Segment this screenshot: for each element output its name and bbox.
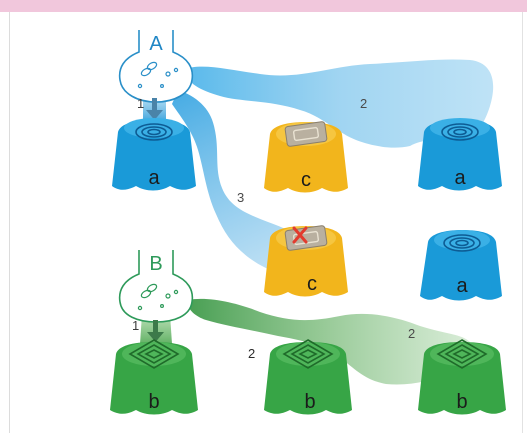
blob-label: a xyxy=(148,167,160,189)
bacteria-icon xyxy=(137,283,179,311)
path-label-green-2a: 2 xyxy=(248,346,255,361)
nested-squares-icon xyxy=(436,339,488,369)
blob-b-left: b xyxy=(110,339,198,415)
blob-c-crossed: c xyxy=(264,225,348,297)
blob-c-top: c xyxy=(264,121,348,193)
right-border-line xyxy=(522,12,523,433)
spiral-icon xyxy=(443,234,481,252)
path-label-green-1: 1 xyxy=(132,318,139,333)
rectangle-target-icon xyxy=(284,121,328,147)
blob-label: b xyxy=(148,391,159,413)
blob-a-left: a xyxy=(112,118,196,191)
green-trail-2 xyxy=(187,298,472,385)
flask-b-label: B xyxy=(149,253,162,275)
blob-b-right: b xyxy=(418,339,506,415)
nested-squares-icon xyxy=(282,339,334,369)
blob-a-right-top: a xyxy=(418,118,502,191)
flask-a: A 1 xyxy=(118,30,194,120)
spiral-icon xyxy=(441,123,479,141)
path-label-blue-2: 2 xyxy=(360,96,367,111)
spiral-icon xyxy=(135,123,173,141)
left-border-line xyxy=(9,12,10,433)
cross-mark-icon xyxy=(292,226,308,244)
path-label-blue-1: 1 xyxy=(137,96,144,111)
top-color-band xyxy=(0,0,527,12)
flask-a-label: A xyxy=(149,33,163,55)
blob-label: b xyxy=(456,391,467,413)
arrow-down-icon xyxy=(146,98,163,120)
arrow-down-icon xyxy=(147,320,164,342)
blob-b-middle: b xyxy=(264,339,352,415)
nested-squares-icon xyxy=(128,339,180,369)
blob-label: a xyxy=(456,275,468,297)
blob-label: b xyxy=(304,391,315,413)
blob-a-right-mid: a xyxy=(420,230,502,301)
path-label-blue-3: 3 xyxy=(237,190,244,205)
blob-label: c xyxy=(301,169,311,191)
blob-label: a xyxy=(454,167,466,189)
bacteria-icon xyxy=(137,61,179,89)
blue-trail-2 xyxy=(183,59,494,149)
flask-b: B 1 xyxy=(118,250,194,342)
blob-label: c xyxy=(307,273,317,295)
path-label-green-2b: 2 xyxy=(408,326,415,341)
